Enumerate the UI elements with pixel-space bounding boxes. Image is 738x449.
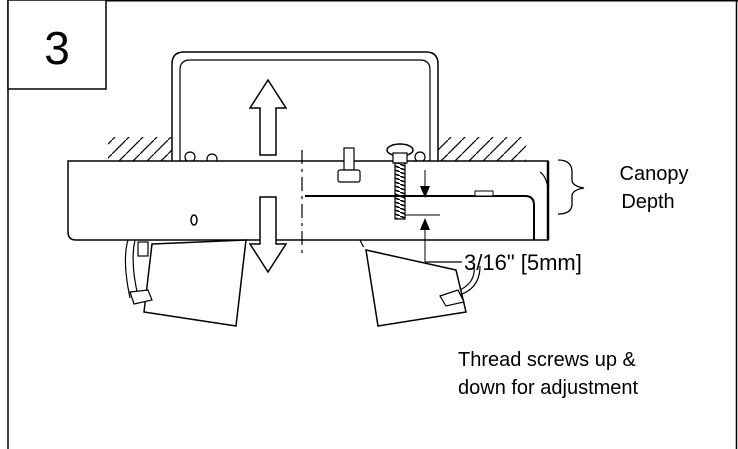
dimension-marker — [405, 170, 462, 263]
arrow-down-icon — [248, 196, 288, 274]
step-number-box: 3 — [7, 0, 107, 90]
step-number: 3 — [44, 22, 70, 74]
canopy-depth-brace — [557, 159, 585, 215]
lamp-head-left — [124, 239, 247, 327]
note-line2: down for adjustment — [458, 377, 639, 399]
arrow-up-icon — [248, 78, 288, 156]
measurement-label: 3/16" [5mm] — [464, 250, 582, 275]
canopy — [67, 147, 550, 241]
canopy-depth-label-line2: Depth — [621, 191, 674, 213]
adjustment-screw — [386, 143, 414, 220]
note-line1: Thread screws up & — [458, 349, 637, 371]
lamp-head-right — [359, 239, 481, 327]
canopy-depth-label-line1: Canopy — [620, 163, 689, 185]
